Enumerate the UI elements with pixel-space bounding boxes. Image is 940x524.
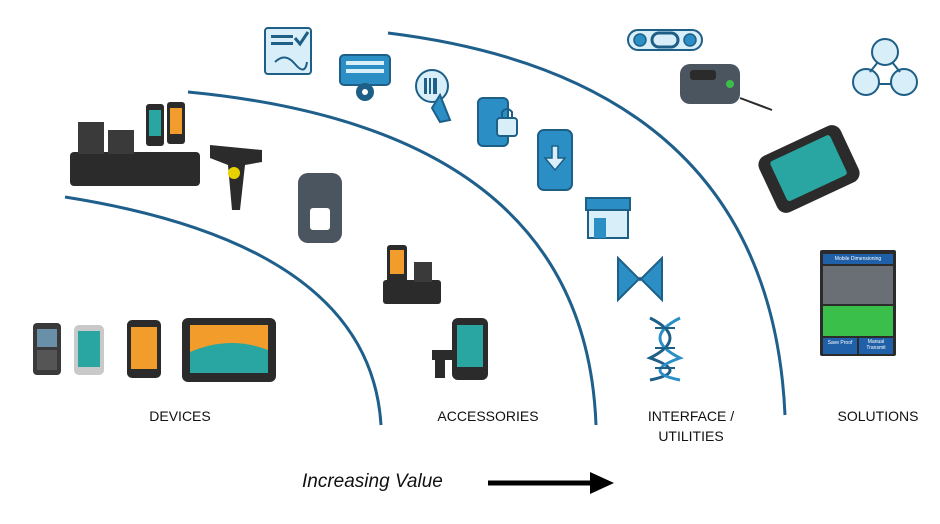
link-chain-icon [627, 29, 703, 51]
label-interface-line1: INTERFACE / [647, 408, 735, 424]
people-network-icon [852, 38, 918, 96]
solution-bluetooth-module [680, 64, 773, 111]
keyboard-gear-icon [339, 54, 391, 101]
barcode-touch-icon [415, 69, 452, 124]
solution-screen-btn-right: Manual Transmit [866, 339, 886, 351]
solution-rugged-device [758, 125, 860, 213]
solution-app-screen [820, 250, 896, 356]
label-interface-line2: UTILITIES [658, 428, 724, 444]
arc-interface [387, 31, 787, 416]
solution-screen-header: Mobile Dimensioning [834, 256, 882, 262]
mobile-download-icon [537, 129, 573, 191]
device-handheld-1 [33, 323, 61, 375]
crossed-arrows-icon [617, 255, 663, 303]
dna-icon [646, 316, 684, 382]
device-handheld-2 [74, 325, 104, 375]
arc-accessories [187, 90, 598, 426]
device-tablet [182, 318, 276, 382]
document-signature-icon [264, 27, 312, 75]
accessory-vehicle-mount [432, 318, 488, 380]
accessory-holster [298, 173, 342, 243]
device-handheld-3 [127, 320, 161, 378]
accessory-trigger-handle [210, 145, 262, 210]
arc-devices [64, 195, 383, 426]
increasing-value-arrow [488, 472, 614, 494]
label-devices: DEVICES [149, 408, 211, 424]
mobile-lock-icon [477, 97, 518, 147]
increasing-value-caption: Increasing Value [302, 471, 443, 492]
accessory-charging-cradle [70, 102, 200, 186]
accessory-desk-cradle [383, 245, 441, 304]
solution-screen-btn-left: Save Proof [827, 340, 853, 346]
label-solutions: SOLUTIONS [837, 408, 919, 424]
label-accessories: ACCESSORIES [437, 408, 539, 424]
storefront-icon [585, 197, 631, 239]
